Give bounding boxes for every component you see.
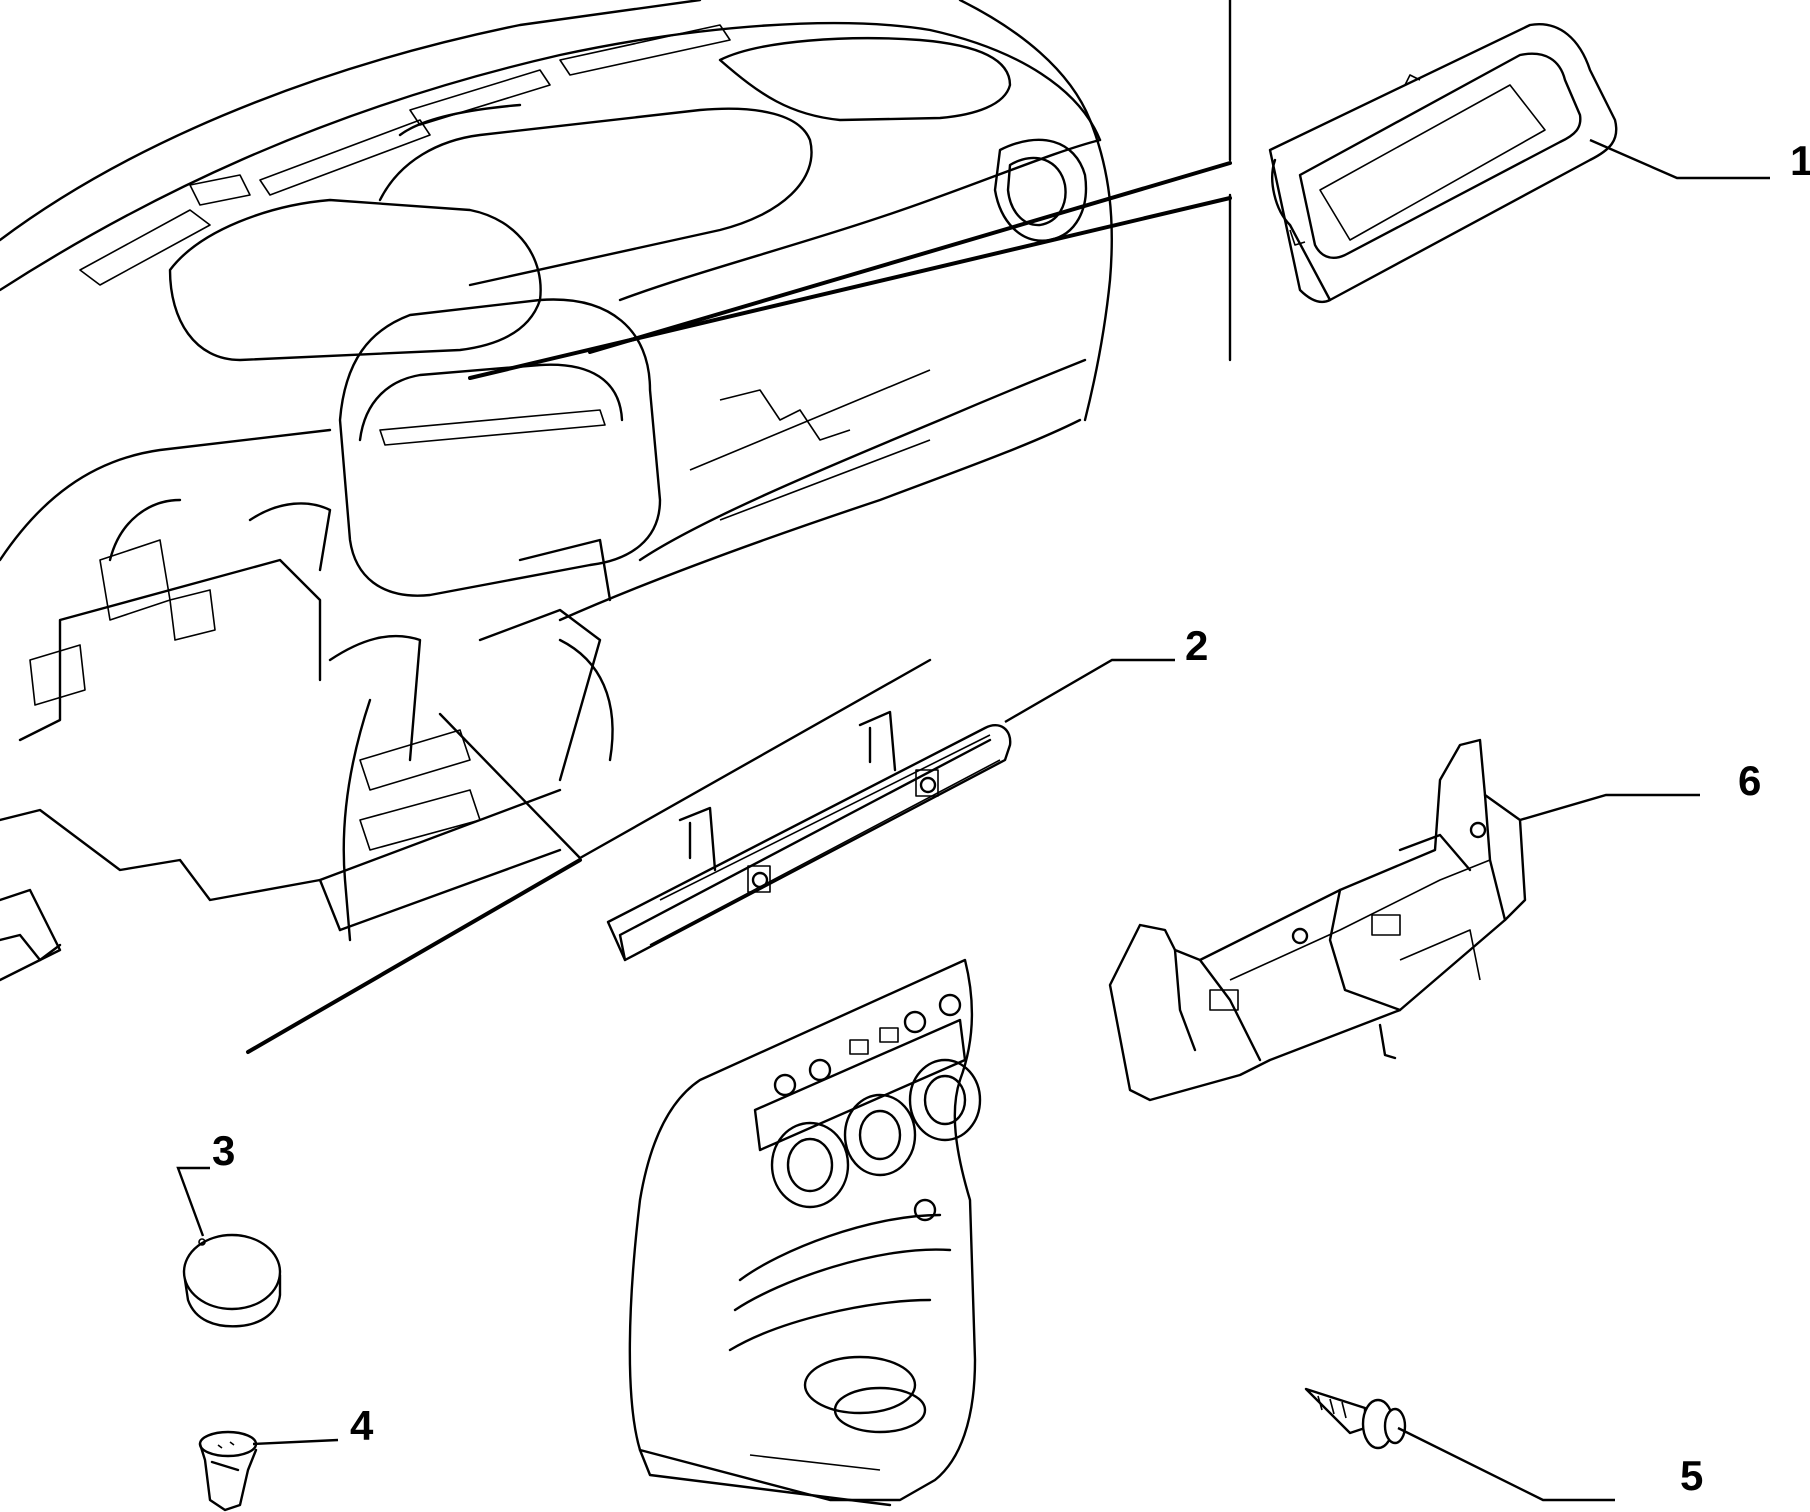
center-console-support-frame-part bbox=[1108, 738, 1527, 1102]
leader-2 bbox=[1004, 658, 1175, 724]
callout-numbers: 1 2 3 4 5 6 bbox=[212, 137, 1810, 1499]
callout-1: 1 bbox=[1790, 137, 1810, 184]
leader-4 bbox=[252, 1438, 339, 1446]
leader-6 bbox=[1519, 793, 1700, 822]
leader-lines bbox=[176, 138, 1770, 1502]
leader-3 bbox=[176, 1166, 210, 1237]
callout-5: 5 bbox=[1680, 1452, 1703, 1499]
round-plug-cap-part bbox=[182, 1233, 282, 1328]
dashboard-crossbar-bracket-part bbox=[606, 710, 1012, 962]
leader-1 bbox=[1589, 138, 1770, 180]
callout-4: 4 bbox=[350, 1402, 374, 1449]
center-console-stack bbox=[628, 958, 982, 1507]
instrument-cluster-bezel-part bbox=[468, 0, 1618, 380]
callout-6: 6 bbox=[1738, 757, 1761, 804]
dashboard-assembly bbox=[0, 0, 1114, 1054]
push-clip-part bbox=[198, 1430, 258, 1512]
callout-2: 2 bbox=[1185, 622, 1208, 669]
bracket-cutoff-line-upper bbox=[578, 658, 932, 860]
screw-part bbox=[1304, 1387, 1407, 1450]
leader-5 bbox=[1397, 1426, 1615, 1502]
bracket-cutoff-line bbox=[438, 712, 582, 860]
callout-3: 3 bbox=[212, 1127, 235, 1174]
